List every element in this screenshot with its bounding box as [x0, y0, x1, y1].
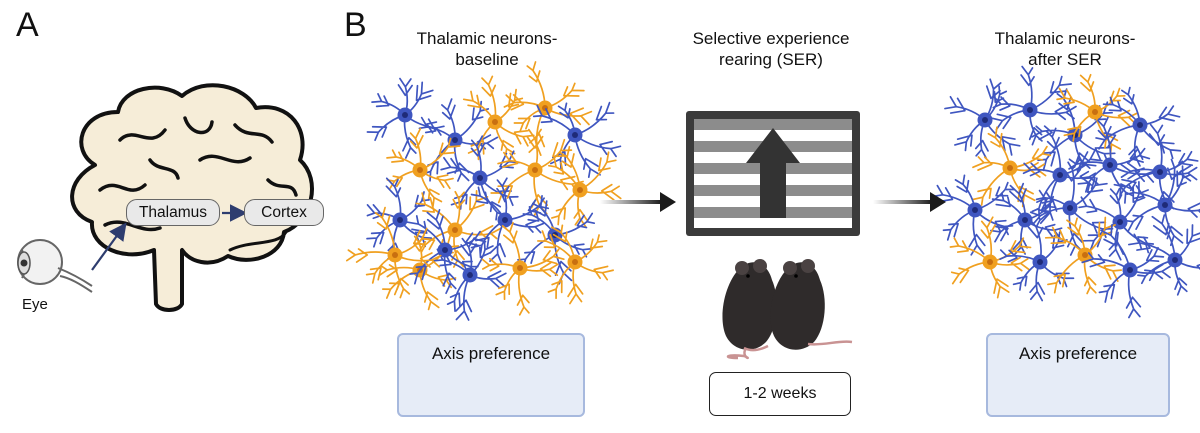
- neuron: [971, 126, 1052, 208]
- brain-illustration: [70, 83, 314, 312]
- neuron: [532, 101, 622, 179]
- neuron: [990, 65, 1077, 146]
- neuron: [386, 127, 461, 207]
- ser-title-line2: rearing (SER): [719, 50, 823, 69]
- neuron: [440, 135, 520, 221]
- thalamus-label: Thalamus: [126, 199, 220, 226]
- neuron: [481, 221, 565, 316]
- after-ser-title: Thalamic neurons- after SER: [950, 28, 1180, 70]
- flow-arrow-1: [600, 192, 676, 212]
- cortex-label: Cortex: [244, 199, 324, 226]
- panel-a-letter: A: [16, 6, 39, 44]
- after-axis-preference-label: Axis preference: [1018, 344, 1138, 363]
- baseline-axis-preference-label: Axis preference: [431, 344, 551, 363]
- after-title-line1: Thalamic neurons-: [994, 29, 1136, 48]
- neuron: [414, 189, 502, 268]
- baseline-title-line2: baseline: [455, 50, 519, 69]
- neuron: [1113, 123, 1199, 211]
- after-ser-neuron-network: [931, 65, 1200, 319]
- neuron: [999, 217, 1075, 302]
- neuron: [470, 177, 550, 265]
- ser-title: Selective experience rearing (SER): [656, 28, 886, 70]
- neuron: [931, 174, 1016, 256]
- eye-to-thalamus-arrow: [91, 222, 127, 271]
- after-title-line2: after SER: [1028, 50, 1102, 69]
- ser-title-line1: Selective experience: [692, 29, 850, 48]
- neuron: [406, 208, 487, 295]
- baseline-neuron-network: [346, 61, 622, 321]
- duration-label: 1-2 weeks: [709, 372, 851, 416]
- after-axis-preference-box: Axis preference: [986, 333, 1170, 417]
- baseline-title-line1: Thalamic neurons-: [416, 29, 558, 48]
- baseline-title: Thalamic neurons- baseline: [372, 28, 602, 70]
- flow-arrow-2: [873, 192, 946, 212]
- neuron: [1078, 180, 1155, 261]
- neuron: [1128, 214, 1200, 296]
- neuron: [1022, 127, 1103, 221]
- neuron: [1124, 158, 1200, 247]
- mice-illustration: [722, 259, 853, 360]
- neuron: [462, 75, 535, 161]
- neuron: [346, 206, 442, 299]
- panel-b-letter: B: [344, 6, 367, 44]
- neuron: [944, 78, 1021, 159]
- baseline-axis-preference-box: Axis preference: [397, 333, 585, 417]
- neuron: [1095, 86, 1182, 167]
- neuron: [1031, 88, 1116, 173]
- eye-illustration: [17, 239, 93, 293]
- neuron: [547, 145, 622, 228]
- eye-label: Eye: [22, 296, 48, 313]
- neuron: [490, 128, 584, 217]
- neuron: [1044, 216, 1123, 295]
- neuron: [537, 224, 615, 305]
- neuron: [1056, 73, 1139, 156]
- ser-stimulus-screen: [686, 111, 860, 236]
- neuron: [1081, 223, 1172, 319]
- neuron: [366, 77, 445, 159]
- neuron: [949, 216, 1032, 299]
- neuron: [990, 182, 1063, 257]
